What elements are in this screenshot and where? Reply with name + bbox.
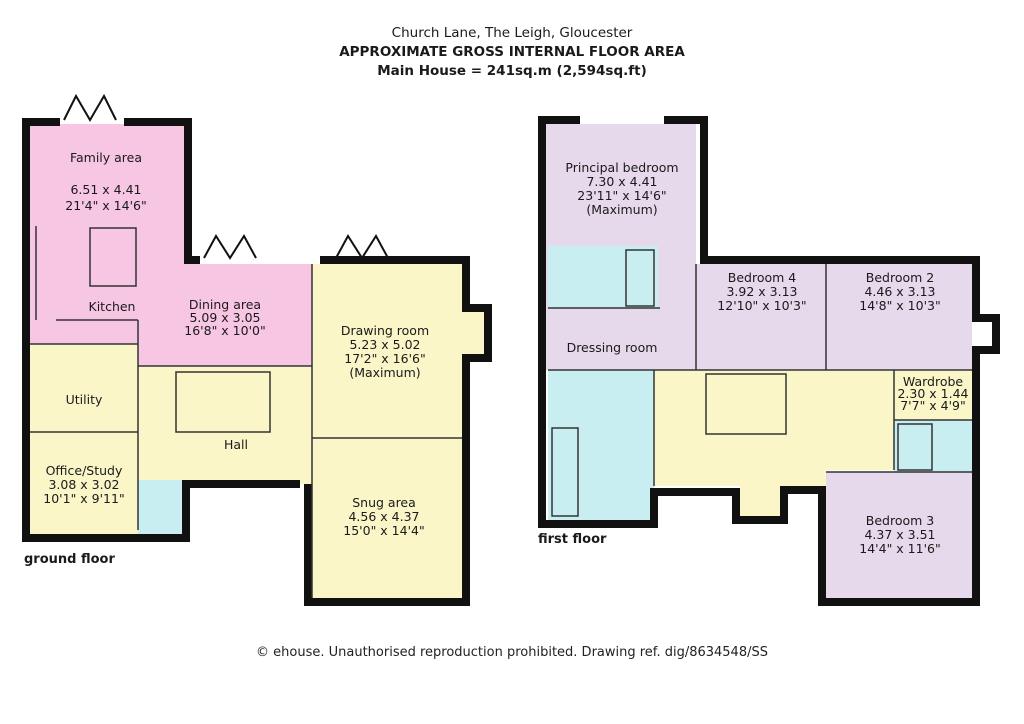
drawing-fill: [312, 264, 462, 438]
ground-wall-outer-left: [22, 118, 300, 542]
kitchen-island: [89, 227, 137, 287]
ground-wall-drawing: [304, 256, 492, 606]
bathroom-fill: [548, 370, 654, 520]
room-label-family: 6.51 x 4.41: [70, 182, 141, 197]
office-fill: [30, 432, 138, 538]
room-label-drawing: (Maximum): [349, 365, 420, 380]
ensuite-fill: [548, 246, 658, 308]
room-label-snug: Snug area: [352, 495, 416, 510]
room-label-drawing: 5.23 x 5.02: [349, 337, 420, 352]
room-label-dining: 5.09 x 3.05: [189, 310, 260, 325]
dining-fill: [138, 264, 312, 366]
copyright-footer: © ehouse. Unauthorised reproduction proh…: [256, 645, 768, 660]
room-label-bed2: 14'8" x 10'3": [859, 298, 940, 313]
room-label-family: 21'4" x 14'6": [65, 198, 146, 213]
room-label-office: 3.08 x 3.02: [48, 477, 119, 492]
room-label-dining: Dining area: [189, 297, 261, 312]
room-label-snug: 15'0" x 14'4": [343, 523, 424, 538]
drawing-bay-fill: [462, 308, 484, 358]
bifold-door-dining: [203, 234, 257, 260]
first-walls: [538, 116, 1000, 606]
room-label-bed4: 12'10" x 10'3": [717, 298, 806, 313]
room-label-dressing: Dressing room: [567, 340, 658, 355]
bifold-door-drawing: [335, 234, 389, 260]
room-label-bed4: 3.92 x 3.13: [726, 284, 797, 299]
ground-floor-plan: [22, 93, 492, 606]
room-label-principal: Principal bedroom: [565, 160, 678, 175]
ensuite-bath: [625, 249, 655, 307]
bifold-door-family: [63, 93, 117, 122]
bathroom-bath: [551, 427, 579, 517]
wardrobe-ensuite-fill: [894, 420, 972, 472]
bed3-fill: [826, 472, 972, 598]
hall-fill: [138, 366, 312, 484]
snug-fill: [312, 438, 462, 598]
area-heading: APPROXIMATE GROSS INTERNAL FLOOR AREA: [339, 44, 685, 60]
room-label-bed3: Bedroom 3: [866, 513, 934, 528]
room-label-bed3: 4.37 x 3.51: [864, 527, 935, 542]
wardrobe-ensuite-bath: [897, 423, 933, 471]
room-label-principal: (Maximum): [586, 202, 657, 217]
wc-fill: [138, 480, 186, 538]
room-label-bed4: Bedroom 4: [728, 270, 797, 285]
room-label-bed2: Bedroom 2: [866, 270, 934, 285]
utility-fill: [30, 344, 138, 432]
room-label-wardrobe: 2.30 x 1.44: [897, 386, 968, 401]
bed4-fill: [696, 264, 826, 370]
room-label-office: 10'1" x 9'11": [43, 491, 124, 506]
landing-fill: [654, 370, 894, 516]
room-label-principal: 7.30 x 4.41: [586, 174, 657, 189]
first-floor-label: first floor: [538, 532, 607, 547]
plan-header: Church Lane, The Leigh, Gloucester APPRO…: [0, 24, 1024, 81]
room-label-drawing: Drawing room: [341, 323, 429, 338]
room-label-utility: Utility: [66, 392, 103, 407]
ground-wall-family-top: [124, 118, 200, 264]
room-label-bed3: 14'4" x 11'6": [859, 541, 940, 556]
room-label-office: Office/Study: [46, 463, 123, 478]
bed2-fill: [826, 264, 972, 370]
area-total: Main House = 241sq.m (2,594sq.ft): [377, 63, 647, 79]
room-label-wardrobe: Wardrobe: [903, 374, 964, 389]
ground-floor-label: ground floor: [24, 552, 115, 567]
room-label-family: Family area: [70, 150, 142, 165]
wardrobe-fill: [894, 370, 972, 420]
first-wall-main-outer: [538, 116, 1000, 606]
first-floor-plan: [538, 116, 1000, 606]
bifold-doors: [63, 93, 389, 260]
room-label-kitchen: Kitchen: [89, 299, 136, 314]
stair-block: [175, 371, 271, 433]
room-label-principal: 23'11" x 14'6": [577, 188, 666, 203]
room-label-snug: 4.56 x 4.37: [348, 509, 419, 524]
room-label-hall: Hall: [224, 437, 248, 452]
room-label-dining: 16'8" x 10'0": [184, 323, 265, 338]
first-stair-block: [705, 373, 787, 435]
room-label-bed2: 4.46 x 3.13: [864, 284, 935, 299]
ground-walls: [22, 118, 492, 606]
property-address: Church Lane, The Leigh, Gloucester: [391, 25, 633, 41]
first-inner-lines: [548, 249, 972, 517]
room-label-wardrobe: 7'7" x 4'9": [900, 398, 966, 413]
room-label-drawing: 17'2" x 16'6": [344, 351, 425, 366]
ground-inner-lines: [30, 226, 462, 598]
